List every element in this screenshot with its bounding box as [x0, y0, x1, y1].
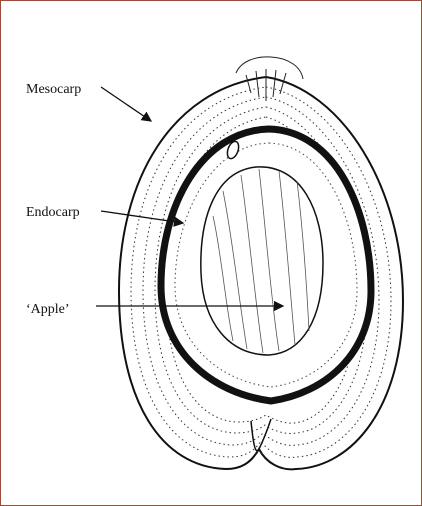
mesocarp-label: Mesocarp: [26, 83, 81, 97]
mesocarp-arrow: [101, 87, 151, 121]
apple-label: ‘Apple’: [26, 303, 70, 317]
endocarp-label: Endocarp: [26, 206, 80, 220]
